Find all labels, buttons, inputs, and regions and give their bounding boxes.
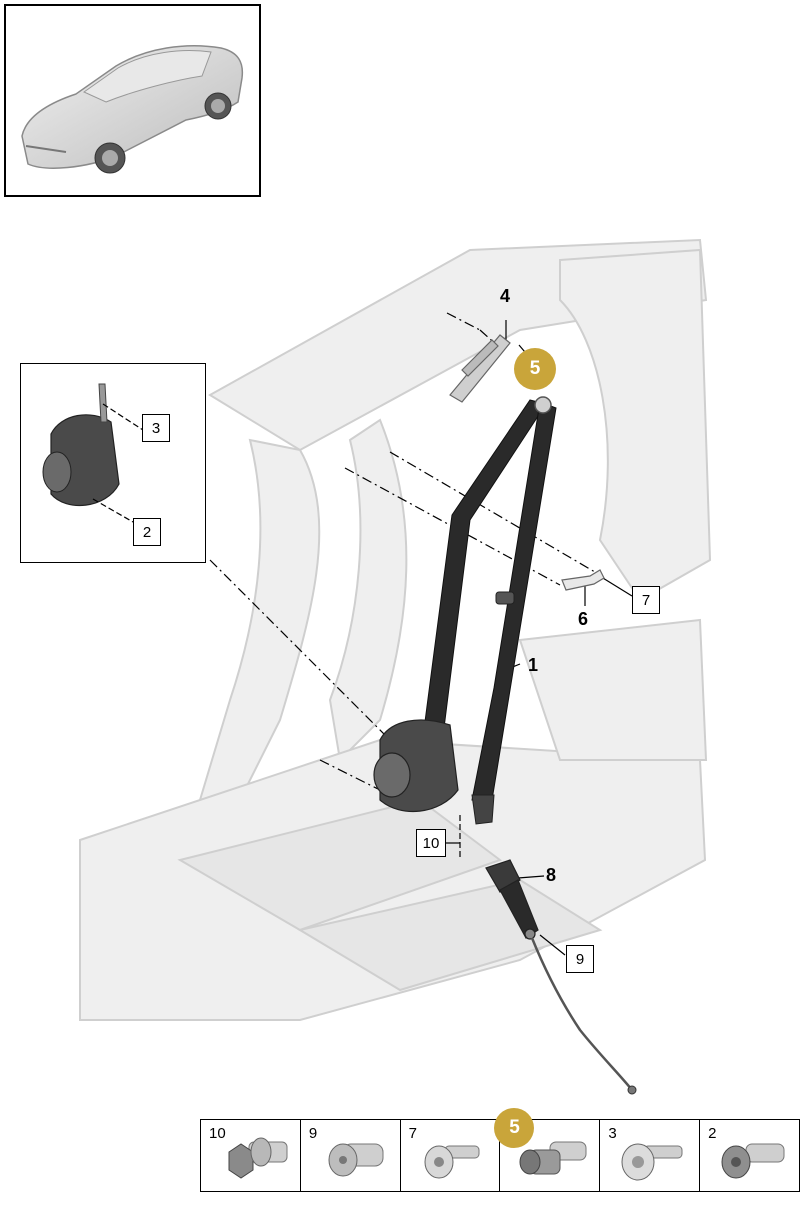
fastener-cell-9[interactable]: 9 <box>301 1120 401 1191</box>
fastener-cell-2[interactable]: 2 <box>700 1120 799 1191</box>
fastener-cell-10[interactable]: 10 <box>201 1120 301 1191</box>
fastener-strip: 10 9 7 5 3 <box>200 1108 800 1192</box>
callout-6[interactable]: 6 <box>578 609 589 629</box>
flange-screw-icon <box>424 1145 480 1179</box>
hex-bolt-icon <box>228 1137 288 1179</box>
fastener-number: 9 <box>308 1125 318 1142</box>
callout-2[interactable]: 2 <box>133 518 161 546</box>
callout-9[interactable]: 9 <box>566 945 594 973</box>
callout-10[interactable]: 10 <box>416 829 446 857</box>
seatbelt-assembly-illustration <box>79 238 712 1095</box>
shoulder-bolt-icon <box>519 1141 587 1175</box>
callout-7[interactable]: 7 <box>632 586 660 614</box>
fastener-cell-7[interactable]: 7 <box>401 1120 501 1191</box>
fastener-number: 3 <box>608 1125 617 1142</box>
fastener-number: 2 <box>708 1125 717 1142</box>
fastener-number-highlighted: 5 <box>494 1108 535 1148</box>
upper-belt-guide <box>449 334 511 403</box>
d-ring <box>534 396 552 414</box>
vehicle-thumbnail-frame <box>4 4 261 197</box>
belt-retractor <box>373 719 459 813</box>
fastener-cell-3[interactable]: 3 <box>600 1120 701 1191</box>
callout-8[interactable]: 8 <box>546 865 557 885</box>
retractor-icon <box>42 383 144 523</box>
callout-4[interactable]: 4 <box>500 286 511 306</box>
washer-head-screw-icon <box>621 1143 683 1181</box>
callout-1[interactable]: 1 <box>528 655 539 675</box>
lower-anchor-end <box>471 794 495 825</box>
callout-5-highlighted[interactable]: 5 <box>514 348 556 390</box>
retractor-detail-frame <box>20 363 206 563</box>
callout-3[interactable]: 3 <box>142 414 170 442</box>
vehicle-body-structure <box>79 238 712 1021</box>
belt-stopper <box>495 591 515 605</box>
seatbelt-buckle <box>485 859 539 940</box>
fastener-number: 10 <box>209 1125 226 1142</box>
buckle-cable <box>530 937 633 1091</box>
fastener-number: 7 <box>408 1125 417 1142</box>
torx-bolt-icon <box>721 1143 785 1179</box>
clip-part-6 <box>561 569 605 591</box>
sleeve-bolt-icon <box>328 1143 384 1177</box>
vehicle-icon <box>21 45 244 174</box>
fastener-cell-5[interactable]: 5 <box>494 1108 601 1191</box>
